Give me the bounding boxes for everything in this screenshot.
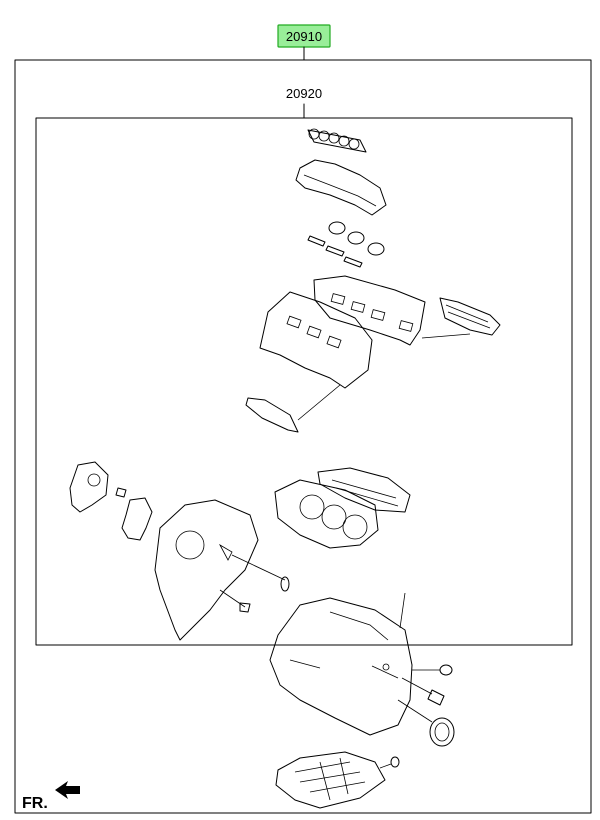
manifold-strip-gaskets[interactable] bbox=[307, 235, 363, 268]
cylinder-head-lower[interactable] bbox=[259, 291, 373, 389]
front-direction-arrow-icon bbox=[55, 781, 80, 799]
kit-number-label[interactable]: 20920 bbox=[286, 86, 322, 101]
timing-chain-cover[interactable] bbox=[154, 499, 290, 641]
water-pump-gasket[interactable] bbox=[121, 497, 153, 541]
assembly-callout[interactable]: 20910 bbox=[277, 24, 331, 48]
oil-drain-plug[interactable] bbox=[379, 756, 400, 769]
front-direction-marker: FR. bbox=[22, 781, 80, 812]
intake-o-ring-set[interactable] bbox=[328, 221, 385, 256]
cylinder-head-upper[interactable] bbox=[313, 275, 426, 346]
head-side-gasket[interactable] bbox=[245, 384, 341, 433]
rear-main-seal[interactable] bbox=[397, 699, 455, 747]
outer-frame bbox=[14, 59, 592, 814]
engine-block[interactable] bbox=[269, 592, 413, 736]
oil-pan[interactable] bbox=[275, 751, 386, 809]
water-pump[interactable] bbox=[69, 461, 127, 513]
inner-frame bbox=[35, 117, 573, 646]
cylinder-head-gasket-left[interactable] bbox=[274, 479, 379, 549]
block-plug-seal[interactable] bbox=[401, 664, 453, 706]
rocker-cover-gasket[interactable] bbox=[295, 159, 387, 216]
exhaust-manifold-gasket[interactable] bbox=[421, 297, 501, 339]
assembly-number-label[interactable]: 20910 bbox=[286, 29, 322, 44]
cylinder-head-gasket-right[interactable] bbox=[317, 467, 411, 513]
front-direction-label: FR. bbox=[22, 795, 48, 812]
plug-tube-seal-set[interactable] bbox=[307, 128, 367, 153]
